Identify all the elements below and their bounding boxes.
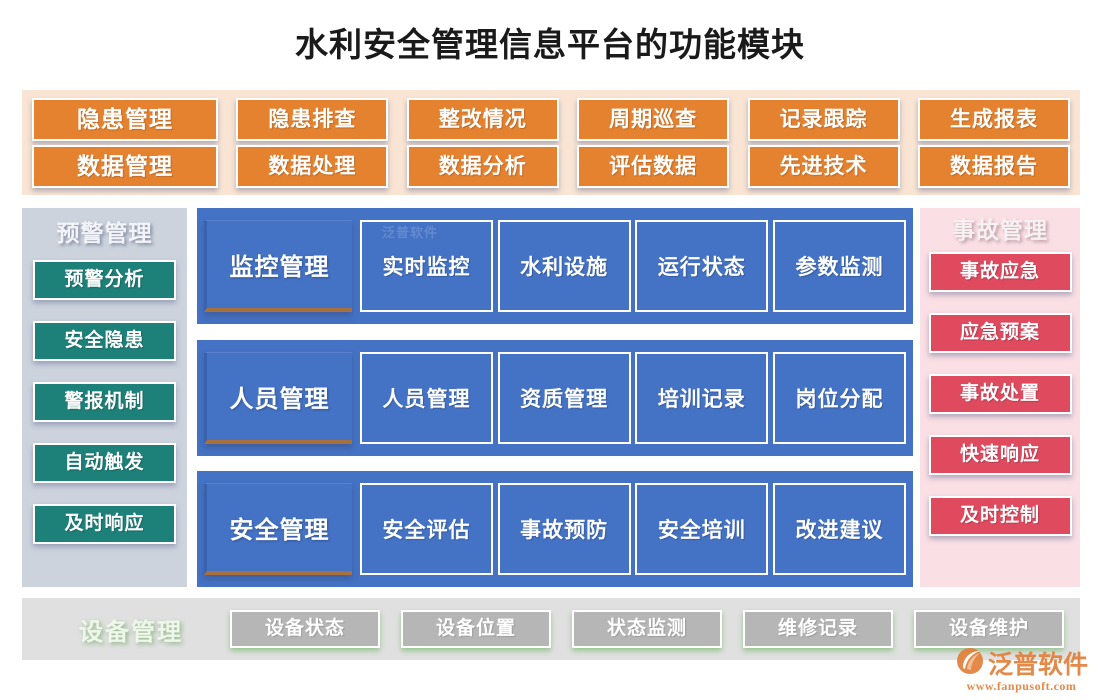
chip-advanced-technology[interactable]: 先进技术 — [747, 144, 900, 188]
hazard-row: 隐患管理 隐患排查 整改情况 周期巡查 记录跟踪 生成报表 — [32, 97, 1070, 141]
data-row: 数据管理 数据处理 数据分析 评估数据 先进技术 数据报告 — [32, 144, 1070, 188]
chip-equipment-location[interactable]: 设备位置 — [401, 610, 551, 648]
chip-maintenance-record[interactable]: 维修记录 — [743, 610, 893, 648]
chip-emergency-plan[interactable]: 应急预案 — [928, 313, 1072, 353]
safety-cells: 安全评估 事故预防 安全培训 改进建议 — [360, 483, 906, 575]
chip-parameter-monitoring[interactable]: 参数监测 — [772, 220, 906, 312]
chip-data-report[interactable]: 数据报告 — [917, 144, 1070, 188]
monitoring-cells: 实时监控 水利设施 运行状态 参数监测 — [360, 220, 906, 312]
chip-assessment-data[interactable]: 评估数据 — [577, 144, 730, 188]
chip-timely-control[interactable]: 及时控制 — [928, 496, 1072, 536]
personnel-row: 人员管理 人员管理 资质管理 培训记录 岗位分配 — [197, 339, 913, 456]
chip-data-processing[interactable]: 数据处理 — [236, 144, 389, 188]
chip-rapid-response[interactable]: 快速响应 — [928, 435, 1072, 475]
chip-generate-report[interactable]: 生成报表 — [917, 97, 1070, 141]
chip-qualification-management[interactable]: 资质管理 — [497, 351, 631, 444]
chip-water-facility[interactable]: 水利设施 — [497, 220, 631, 312]
category-monitoring-management[interactable]: 监控管理 — [204, 220, 352, 312]
chip-accident-handling[interactable]: 事故处置 — [928, 374, 1072, 414]
center-modules: 监控管理 泛普软件 实时监控 水利设施 运行状态 参数监测 人员管理 人员管理 … — [197, 208, 913, 587]
accident-panel: 事故管理 事故应急 应急预案 事故处置 快速响应 及时控制 — [920, 208, 1080, 587]
chip-improvement-suggestion[interactable]: 改进建议 — [772, 483, 906, 575]
chip-data-analysis[interactable]: 数据分析 — [406, 144, 559, 188]
swirl-logo-icon — [955, 647, 985, 680]
chip-safety-hazard[interactable]: 安全隐患 — [33, 321, 176, 361]
chip-post-assignment[interactable]: 岗位分配 — [772, 351, 906, 444]
chip-safety-assessment[interactable]: 安全评估 — [360, 483, 493, 575]
accident-panel-title: 事故管理 — [952, 218, 1048, 243]
category-hazard-management[interactable]: 隐患管理 — [32, 97, 218, 141]
chip-operation-status[interactable]: 运行状态 — [635, 220, 769, 312]
equipment-band-title: 设备管理 — [79, 619, 183, 646]
chip-equipment-status[interactable]: 设备状态 — [230, 610, 380, 648]
chip-early-warning-analysis[interactable]: 预警分析 — [33, 260, 176, 300]
category-personnel-management[interactable]: 人员管理 — [204, 351, 352, 444]
equipment-chips: 设备状态 设备位置 状态监测 维修记录 设备维护 — [224, 610, 1064, 648]
chip-rectification-status[interactable]: 整改情况 — [406, 97, 559, 141]
chip-realtime-monitoring[interactable]: 实时监控 — [360, 220, 493, 312]
chip-timely-response[interactable]: 及时响应 — [33, 504, 176, 544]
early-warning-panel: 预警管理 预警分析 安全隐患 警报机制 自动触发 及时响应 — [22, 208, 187, 587]
chip-accident-prevention[interactable]: 事故预防 — [497, 483, 631, 575]
chip-equipment-maintenance[interactable]: 设备维护 — [914, 610, 1064, 648]
category-data-management[interactable]: 数据管理 — [32, 144, 218, 188]
chip-hazard-inspection[interactable]: 隐患排查 — [236, 97, 389, 141]
chip-training-record[interactable]: 培训记录 — [635, 351, 769, 444]
personnel-cells: 人员管理 资质管理 培训记录 岗位分配 — [360, 351, 906, 444]
safety-row: 安全管理 安全评估 事故预防 安全培训 改进建议 — [197, 471, 913, 587]
chip-personnel-management[interactable]: 人员管理 — [360, 351, 493, 444]
chip-automatic-trigger[interactable]: 自动触发 — [33, 443, 176, 483]
page-title: 水利安全管理信息平台的功能模块 — [295, 28, 805, 64]
monitoring-row: 监控管理 泛普软件 实时监控 水利设施 运行状态 参数监测 — [197, 208, 913, 324]
logo-url-text: www.fanpusoft.com — [966, 679, 1077, 693]
brand-logo: 泛普软件 www.fanpusoft.com — [955, 645, 1088, 694]
hazard-data-band: 隐患管理 隐患排查 整改情况 周期巡查 记录跟踪 生成报表 数据管理 数据处理 … — [22, 90, 1080, 195]
chip-alarm-mechanism[interactable]: 警报机制 — [33, 382, 176, 422]
chip-periodic-patrol[interactable]: 周期巡查 — [577, 97, 730, 141]
chip-safety-training[interactable]: 安全培训 — [635, 483, 769, 575]
logo-brand-text: 泛普软件 — [987, 652, 1088, 679]
chip-record-tracking[interactable]: 记录跟踪 — [747, 97, 900, 141]
category-safety-management[interactable]: 安全管理 — [204, 483, 352, 575]
chip-status-monitoring[interactable]: 状态监测 — [572, 610, 722, 648]
early-warning-panel-title: 预警管理 — [56, 221, 153, 246]
chip-accident-emergency[interactable]: 事故应急 — [928, 252, 1072, 292]
logo-main: 泛普软件 — [955, 645, 1088, 681]
equipment-band: 设备管理 设备状态 设备位置 状态监测 维修记录 设备维护 — [22, 598, 1080, 660]
